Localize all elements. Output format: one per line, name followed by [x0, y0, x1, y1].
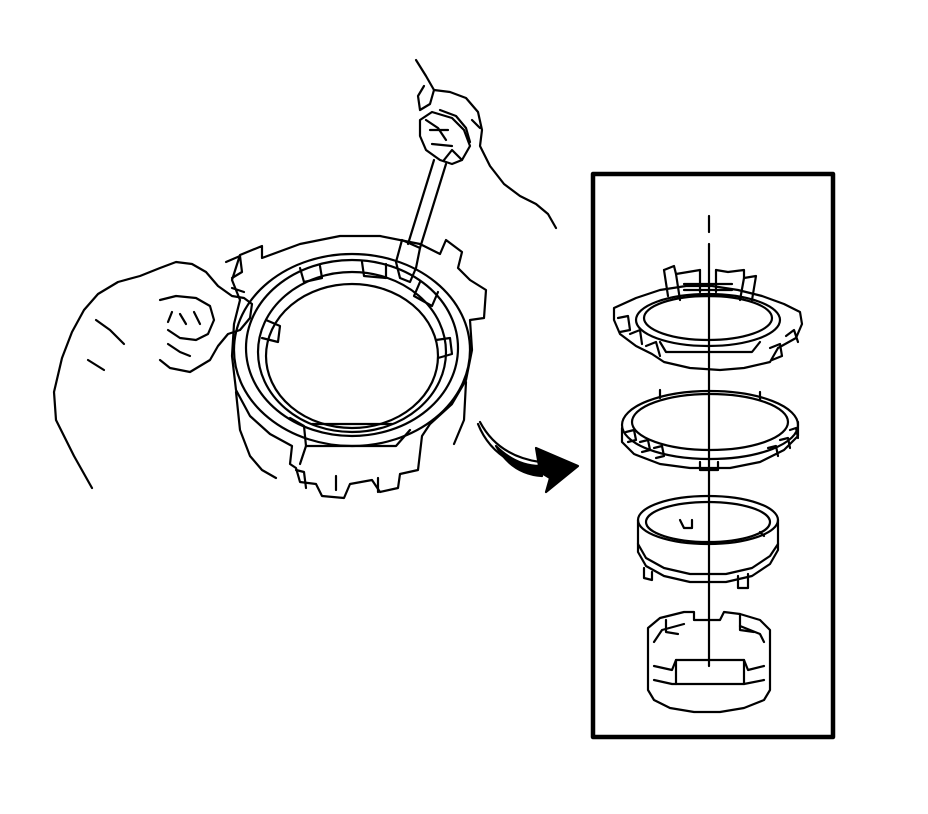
exploded-view-panel [590, 171, 836, 740]
main-view [52, 58, 580, 500]
inner-ring-icon [646, 610, 772, 714]
exploded-view-frame [590, 171, 836, 740]
screwdriver-icon [394, 110, 472, 284]
curved-arrow-icon [476, 420, 580, 494]
hand-right-icon [414, 58, 558, 230]
synchronizer-assembly-icon [224, 234, 488, 500]
outer-cone-ring-icon [612, 264, 804, 372]
blocker-ring-icon [620, 388, 800, 472]
hand-left-icon [52, 260, 254, 490]
inner-cone-icon [636, 494, 780, 590]
